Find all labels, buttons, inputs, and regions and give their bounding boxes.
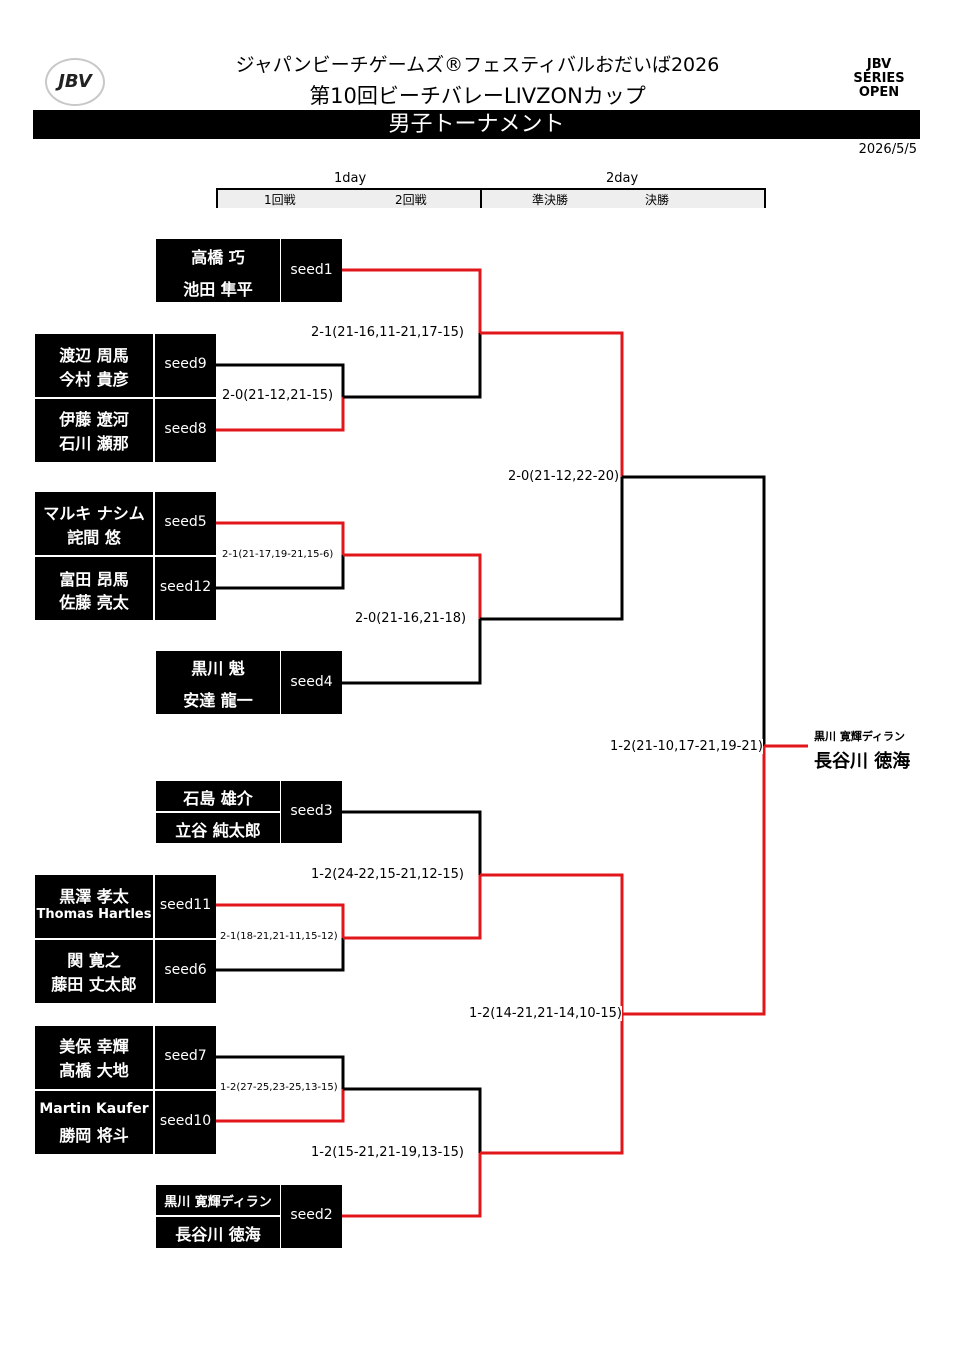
tournament-banner: 男子トーナメント <box>33 110 920 139</box>
line-seed9 <box>216 363 345 397</box>
player-name: 伊藤 遼河 <box>59 410 129 429</box>
team-seed12: 富田 昂馬 佐藤 亮太 <box>35 557 153 620</box>
jbv-series-open-logo: JBV SERIES OPEN <box>853 57 905 100</box>
jbv-logo: JBV <box>45 58 105 106</box>
line-r2-w98 <box>343 333 482 399</box>
round2-label: 2回戦 <box>395 193 427 207</box>
team-seed2-p2: 長谷川 徳海 <box>156 1217 280 1248</box>
line-seed8 <box>216 397 345 432</box>
score-r2-5v4: 2-0(21-16,21-18) <box>355 611 467 626</box>
line-r2-w710 <box>343 1087 482 1153</box>
player-name: 髙橋 大地 <box>59 1061 129 1080</box>
seed-label: seed7 <box>155 1026 216 1089</box>
line-seed4 <box>342 619 482 685</box>
line-r2-w116 <box>343 875 482 940</box>
team-seed7: 美保 幸輝 髙橋 大地 <box>35 1026 153 1089</box>
seed-label: seed5 <box>155 492 216 555</box>
team-seed3-p2: 立谷 純太郎 <box>156 813 280 843</box>
line-r2-w512 <box>343 553 482 619</box>
cup-title: 第10回ビーチバレーLIVZONカップ <box>309 84 646 108</box>
day1-label: 1day <box>334 171 367 186</box>
player-name: 長谷川 徳海 <box>175 1225 261 1244</box>
line-sf-top-b <box>480 477 624 621</box>
player-name: 渡辺 周馬 <box>59 346 129 365</box>
team-seed11: 黒澤 孝太 Thomas Hartles <box>35 875 153 938</box>
score-r1-11v6: 2-1(18-21,21-11,15-12) <box>220 931 338 942</box>
champion-player1: 黒川 寛輝ディラン <box>814 730 906 743</box>
player-name: 黒川 魁 <box>191 659 245 678</box>
line-final-bottom <box>622 746 766 1016</box>
team-seed2-p1: 黒川 寛輝ディラン <box>156 1185 280 1215</box>
score-r1-9v8: 2-0(21-12,21-15) <box>222 388 334 403</box>
line-sf-bottom-b <box>480 1014 624 1155</box>
player-name: 勝岡 将斗 <box>59 1126 129 1145</box>
team-seed8: 伊藤 遼河 石川 瀬那 <box>35 399 153 462</box>
line-seed12 <box>216 555 345 590</box>
player-name: Thomas Hartles <box>36 907 152 922</box>
day2-round-bar <box>480 188 766 208</box>
line-final-top <box>622 475 766 746</box>
event-date: 2026/5/5 <box>858 142 917 157</box>
score-r2-10v2: 1-2(15-21,21-19,13-15) <box>311 1145 464 1160</box>
team-seed6: 関 寛之 藤田 丈太郎 <box>35 940 153 1003</box>
player-name: 詫間 悠 <box>67 528 121 547</box>
line-seed3 <box>342 810 482 875</box>
line-seed2 <box>342 1153 482 1218</box>
player-name: 黒川 寛輝ディラン <box>164 1195 272 1210</box>
seed-label: seed8 <box>155 399 216 462</box>
player-name: 石島 雄介 <box>183 789 253 808</box>
line-seed10 <box>216 1089 345 1123</box>
seed-label: seed2 <box>281 1185 342 1248</box>
player-name: Martin Kaufer <box>39 1101 149 1117</box>
team-seed9: 渡辺 周馬 今村 貴彦 <box>35 334 153 397</box>
line-seed1 <box>342 268 482 333</box>
player-name: 安達 龍一 <box>183 691 253 710</box>
day2-label: 2day <box>606 171 639 186</box>
score-final: 1-2(21-10,17-21,19-21) <box>610 739 763 754</box>
score-r1-7v10: 1-2(27-25,23-25,13-15) <box>220 1082 338 1093</box>
line-seed6 <box>216 938 345 972</box>
player-name: 黒澤 孝太 <box>59 887 129 906</box>
seed-label: seed1 <box>281 239 342 302</box>
final-label: 決勝 <box>645 193 670 207</box>
score-r1-5v12: 2-1(21-17,19-21,15-6) <box>222 549 334 560</box>
seed-label: seed9 <box>155 334 216 397</box>
player-name: 池田 隼平 <box>183 280 253 299</box>
seed-label: seed6 <box>155 940 216 1003</box>
seed-label: seed4 <box>281 651 342 714</box>
player-name: マルキ ナシム <box>43 504 145 523</box>
team-seed1: 高橋 巧 池田 隼平 <box>156 239 280 302</box>
seed-label: seed10 <box>155 1091 216 1154</box>
score-r2-3v11: 1-2(24-22,15-21,12-15) <box>311 867 464 882</box>
player-name: 美保 幸輝 <box>59 1037 129 1056</box>
player-name: 今村 貴彦 <box>59 370 129 389</box>
seed-label: seed11 <box>155 875 216 938</box>
team-seed5: マルキ ナシム 詫間 悠 <box>35 492 153 555</box>
line-seed7 <box>216 1055 345 1089</box>
event-title: ジャパンビーチゲームズ®フェスティバルおだいば2026 <box>235 54 720 76</box>
round1-label: 1回戦 <box>264 193 296 207</box>
champion-player2: 長谷川 徳海 <box>814 751 911 772</box>
player-name: 富田 昂馬 <box>59 570 129 589</box>
team-seed10: Martin Kaufer 勝岡 将斗 <box>35 1091 153 1154</box>
seed-label: seed12 <box>155 557 216 620</box>
line-seed5 <box>216 521 345 555</box>
line-sf-bottom-a <box>480 873 624 1014</box>
line-sf-top-a <box>480 331 624 477</box>
semifinal-label: 準決勝 <box>532 193 569 207</box>
player-name: 立谷 純太郎 <box>175 821 261 840</box>
player-name: 高橋 巧 <box>191 248 245 267</box>
team-seed4: 黒川 魁 安達 龍一 <box>156 651 280 714</box>
score-sf-bottom: 1-2(14-21,21-14,10-15) <box>469 1006 622 1021</box>
score-r2-1v8: 2-1(21-16,11-21,17-15) <box>311 325 464 340</box>
player-name: 石川 瀬那 <box>59 434 129 453</box>
team-seed3-p1: 石島 雄介 <box>156 781 280 811</box>
seed-label: seed3 <box>281 781 342 843</box>
line-seed11 <box>216 903 345 938</box>
score-sf-top: 2-0(21-12,22-20) <box>508 469 620 484</box>
player-name: 藤田 丈太郎 <box>51 975 137 994</box>
player-name: 関 寛之 <box>67 951 121 970</box>
player-name: 佐藤 亮太 <box>59 593 129 612</box>
